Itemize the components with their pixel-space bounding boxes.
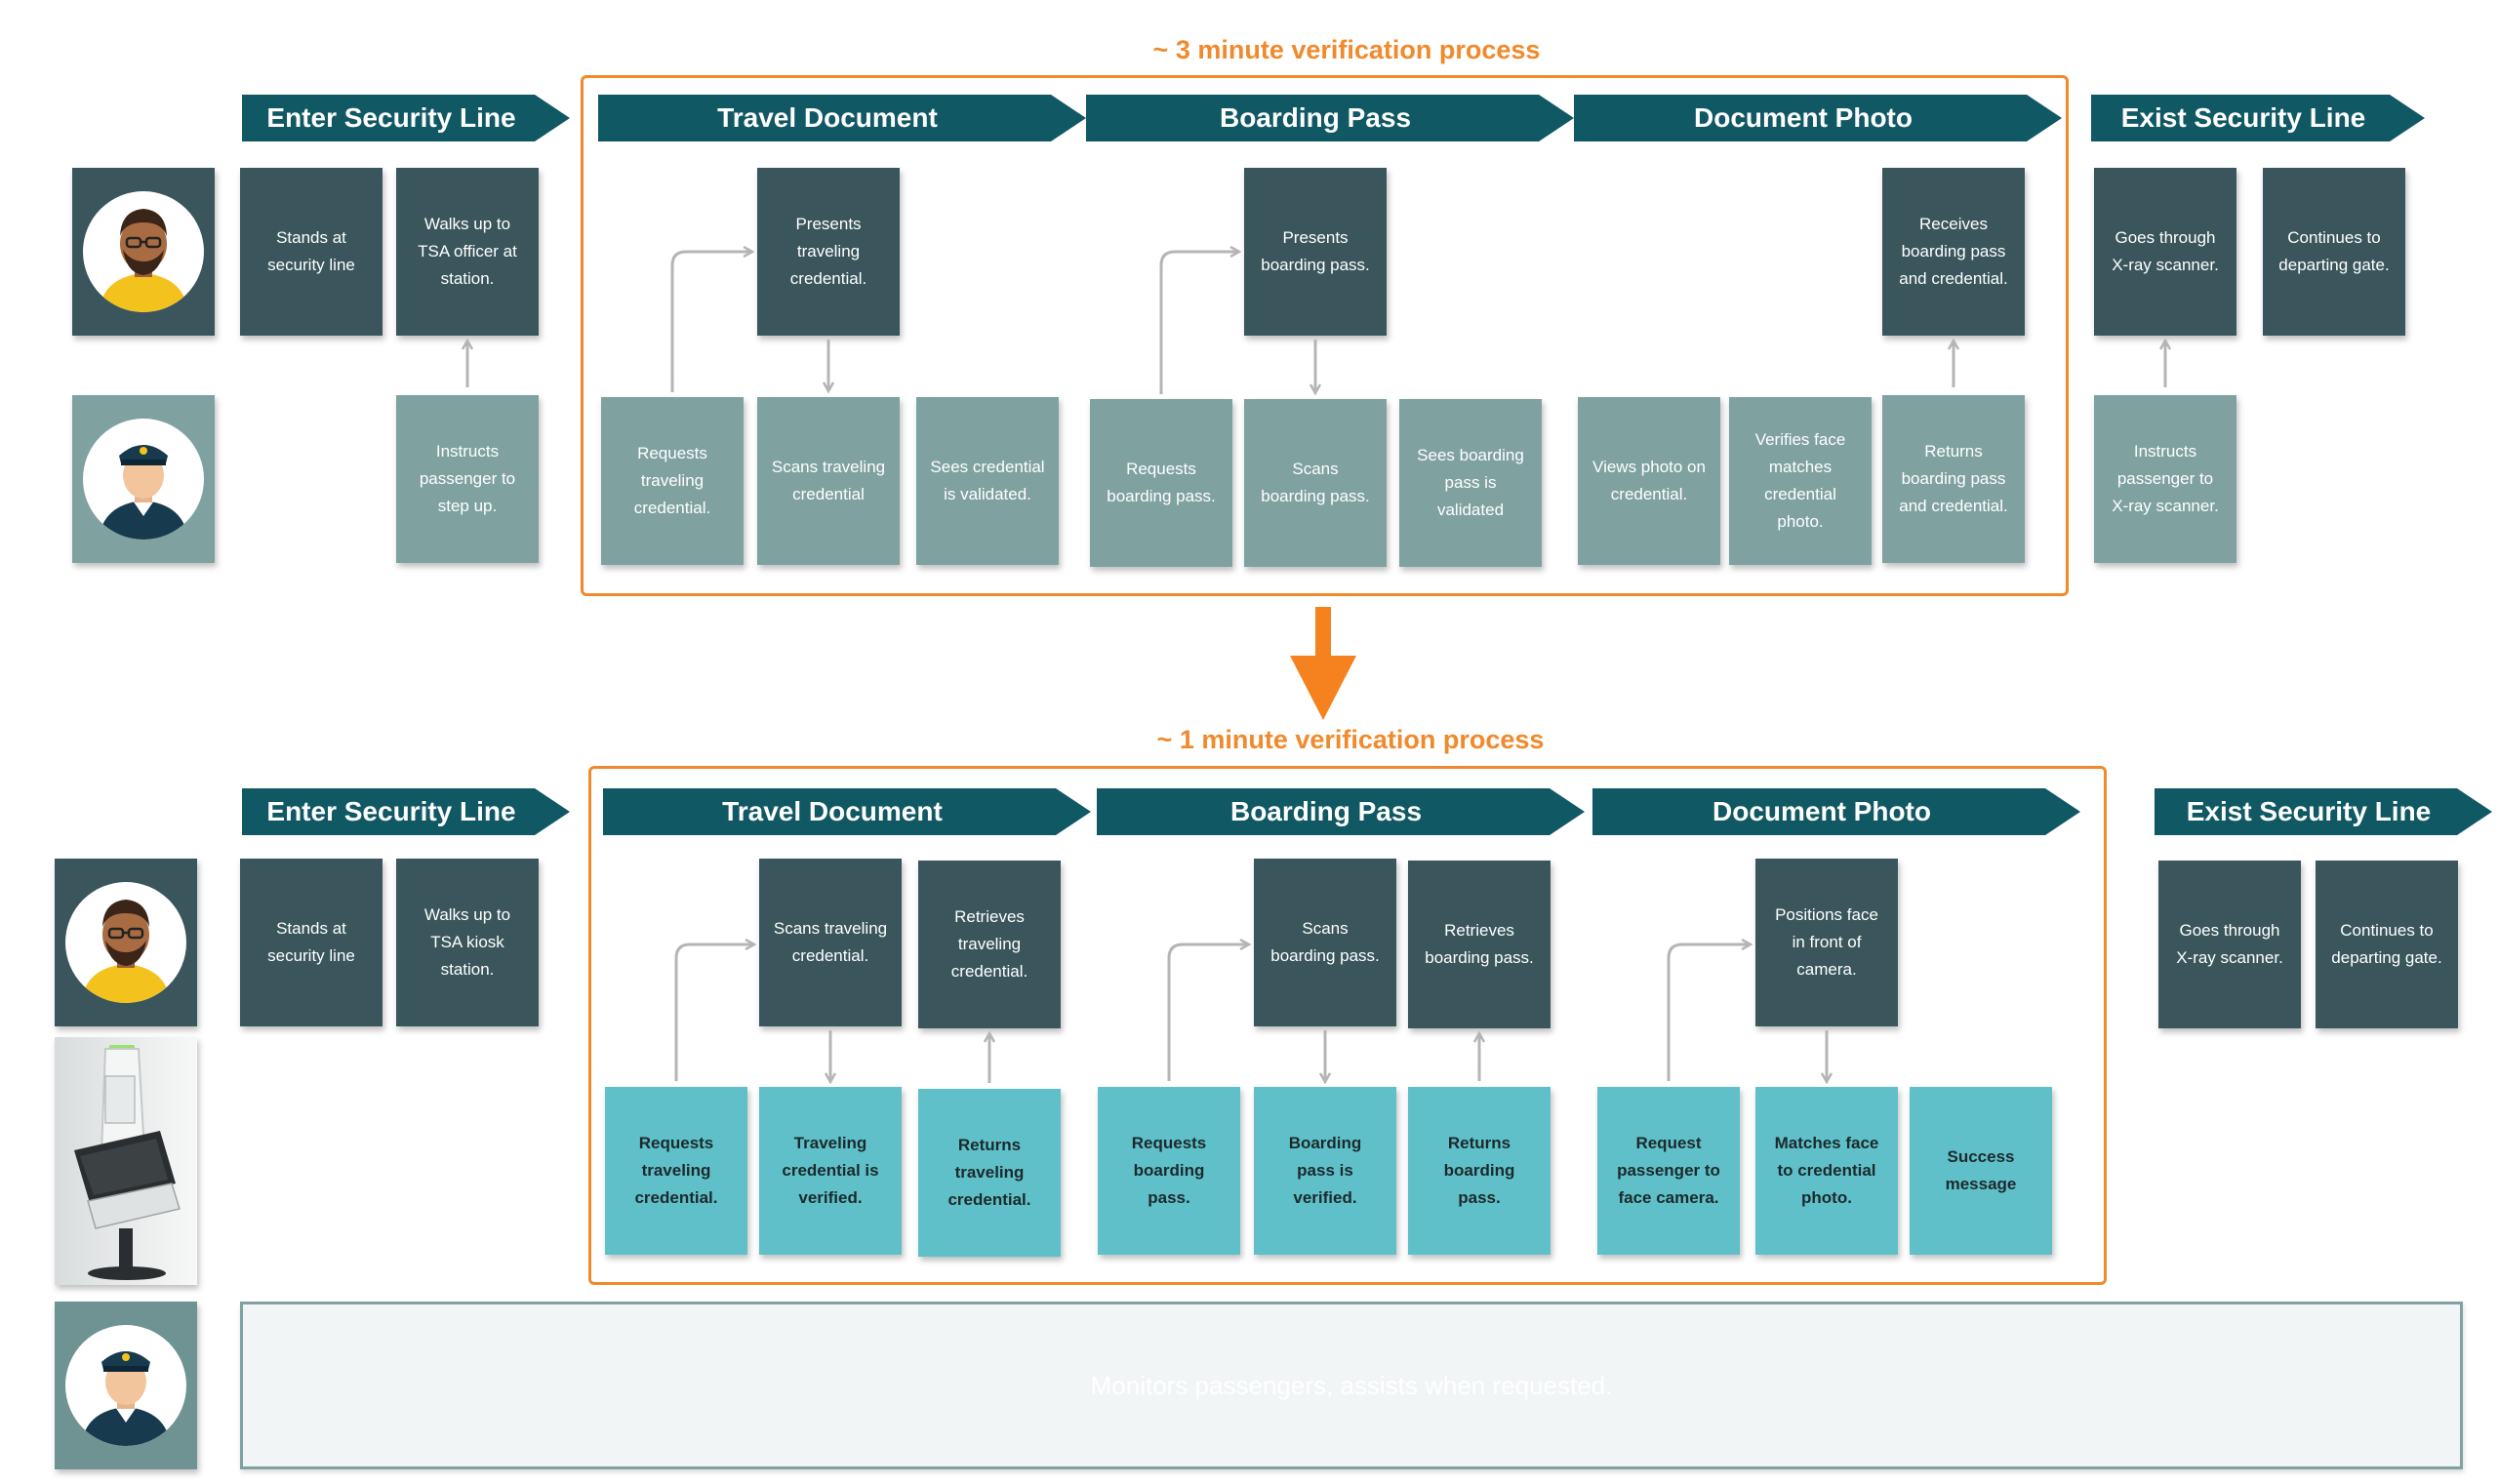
phase-document-photo-future: Document Photo — [1592, 788, 2080, 835]
step-sees-credential-validated: Sees credential is validated. — [916, 397, 1059, 565]
kiosk-machine-icon — [55, 1037, 197, 1285]
connector-arrow — [1167, 944, 1248, 1081]
step-receives-boarding-pass: Receives boarding pass and credential. — [1882, 168, 2025, 336]
future-process-title: ~ 1 minute verification process — [1156, 725, 1545, 754]
step-requests-boarding-pass: Requests boarding pass. — [1090, 399, 1232, 567]
officer-monitoring-text: Monitors passengers, assists when reques… — [1090, 1370, 1613, 1400]
connector-arrow — [674, 944, 753, 1081]
phase-document-photo: Document Photo — [1574, 95, 2062, 141]
step-scans-boarding-pass-future: Scans boarding pass. — [1254, 859, 1396, 1026]
step-sees-boarding-pass-validated: Sees boarding pass is validated — [1399, 399, 1542, 567]
phase-boarding-pass: Boarding Pass — [1086, 95, 1574, 141]
step-instructs-step-up: Instructs passenger to step up. — [396, 395, 539, 563]
kiosk-returns-boarding-pass: Returns boarding pass. — [1408, 1087, 1551, 1255]
phase-exist-security-line-future: Exist Security Line — [2155, 788, 2492, 835]
step-scans-traveling-credential: Scans traveling credential — [757, 397, 900, 565]
step-scans-traveling-credential-future: Scans traveling credential. — [759, 859, 902, 1026]
phase-boarding-pass-future: Boarding Pass — [1097, 788, 1585, 835]
step-stands-at-security-line: Stands at security line — [240, 168, 383, 336]
step-walks-up-to-kiosk: Walks up to TSA kiosk station. — [396, 859, 539, 1026]
step-continues-to-gate: Continues to departing gate. — [2263, 168, 2405, 336]
kiosk-returns-traveling-credential: Returns traveling credential. — [918, 1089, 1061, 1257]
step-views-photo-on-credential: Views photo on credential. — [1578, 397, 1720, 565]
step-continues-to-gate-future: Continues to departing gate. — [2316, 861, 2458, 1028]
kiosk-success-message: Success message — [1910, 1087, 2052, 1255]
kiosk-request-face-camera: Request passenger to face camera. — [1597, 1087, 1740, 1255]
step-instructs-to-x-ray: Instructs passenger to X-ray scanner. — [2094, 395, 2236, 563]
phase-enter-security-line-future: Enter Security Line — [242, 788, 570, 835]
tsa-officer-avatar-icon — [55, 1302, 197, 1469]
step-retrieves-boarding-pass: Retrieves boarding pass. — [1408, 861, 1551, 1028]
connector-arrow — [1667, 944, 1750, 1081]
phase-travel-document-future: Travel Document — [603, 788, 1091, 835]
step-walks-up-to-tsa-officer: Walks up to TSA officer at station. — [396, 168, 539, 336]
step-verifies-face-matches: Verifies face matches credential photo. — [1729, 397, 1872, 565]
step-requests-traveling-credential: Requests traveling credential. — [601, 397, 744, 565]
future-process-frame — [588, 766, 2107, 1285]
kiosk-requests-traveling-credential: Requests traveling credential. — [605, 1087, 747, 1255]
kiosk-requests-boarding-pass: Requests boarding pass. — [1098, 1087, 1240, 1255]
phase-exist-security-line: Exist Security Line — [2091, 95, 2425, 141]
orange-down-arrow-icon — [1290, 607, 1356, 720]
kiosk-traveling-credential-verified: Traveling credential is verified. — [759, 1087, 902, 1255]
step-stands-at-security-line-future: Stands at security line — [240, 859, 383, 1026]
step-goes-through-x-ray: Goes through X-ray scanner. — [2094, 168, 2236, 336]
step-goes-through-x-ray-future: Goes through X-ray scanner. — [2158, 861, 2301, 1028]
step-returns-boarding-pass-credential: Returns boarding pass and credential. — [1882, 395, 2025, 563]
connector-arrow — [1159, 252, 1238, 394]
phase-travel-document: Travel Document — [598, 95, 1086, 141]
kiosk-matches-face: Matches face to credential photo. — [1755, 1087, 1898, 1255]
step-scans-boarding-pass: Scans boarding pass. — [1244, 399, 1387, 567]
current-process-frame — [581, 75, 2069, 596]
passenger-avatar-icon — [72, 168, 215, 336]
kiosk-boarding-pass-verified: Boarding pass is verified. — [1254, 1087, 1396, 1255]
tsa-officer-avatar-icon — [72, 395, 215, 563]
current-process-title: ~ 3 minute verification process — [1152, 35, 1541, 64]
officer-monitoring-lane: Monitors passengers, assists when reques… — [240, 1302, 2463, 1469]
step-presents-boarding-pass: Presents boarding pass. — [1244, 168, 1387, 336]
step-presents-traveling-credential: Presents traveling credential. — [757, 168, 900, 336]
step-retrieves-traveling-credential: Retrieves traveling credential. — [918, 861, 1061, 1028]
phase-enter-security-line: Enter Security Line — [242, 95, 570, 141]
step-positions-face: Positions face in front of camera. — [1755, 859, 1898, 1026]
passenger-avatar-icon — [55, 859, 197, 1026]
connector-arrow — [670, 252, 751, 392]
